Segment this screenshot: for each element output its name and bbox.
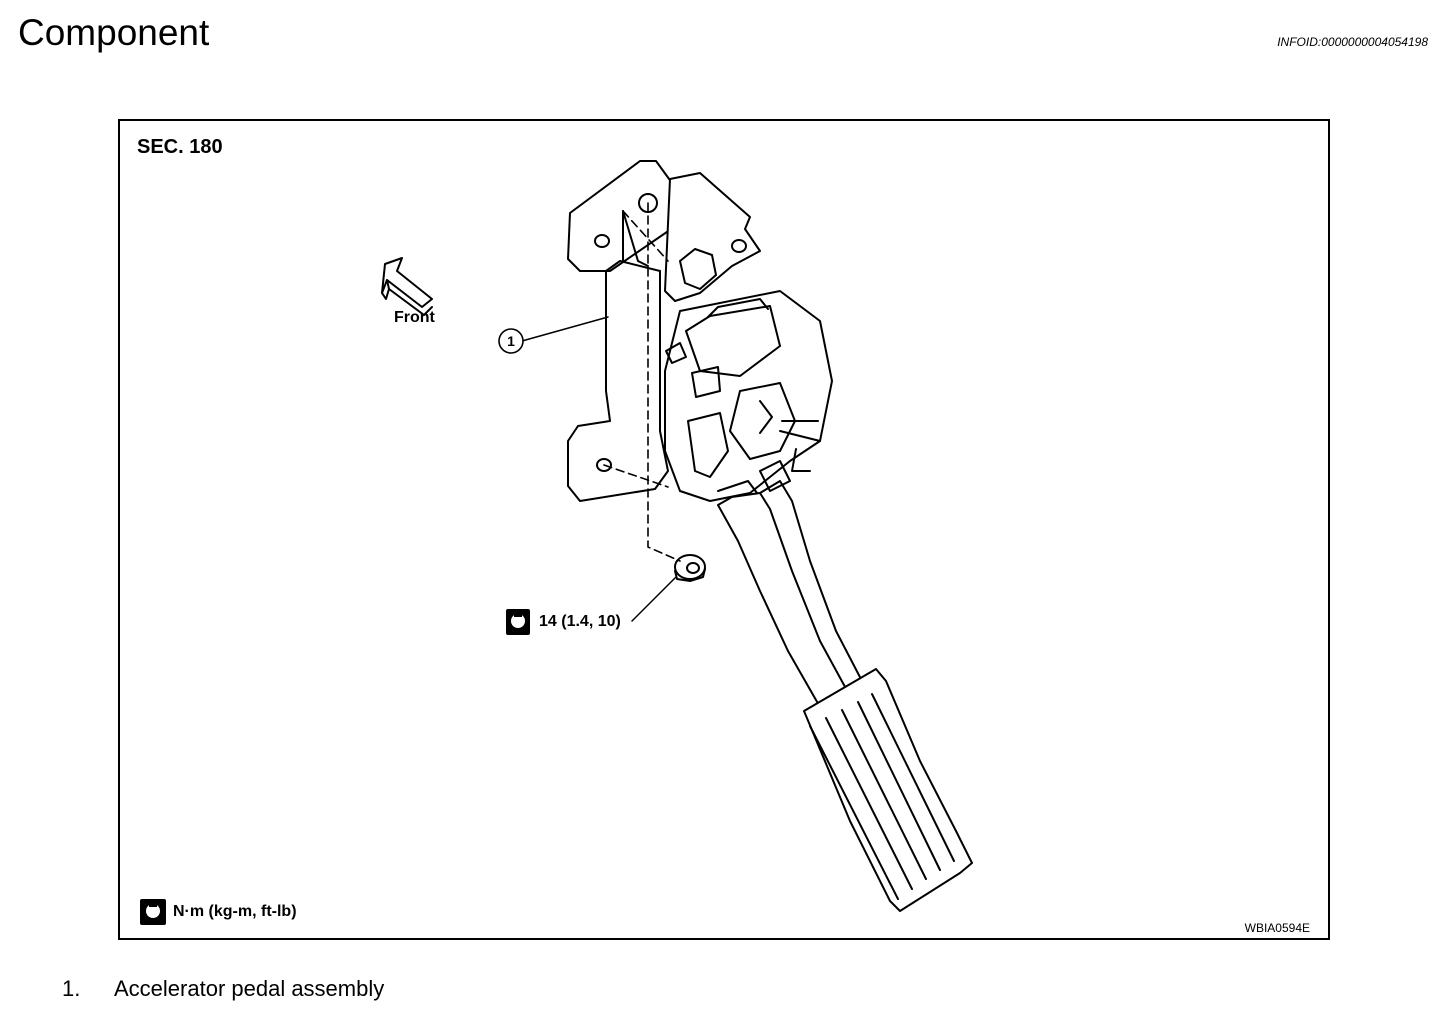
page-title: Component [18,12,210,53]
torque-units: N·m (kg-m, ft-lb) [173,903,297,920]
front-arrow-icon [381,257,433,316]
legend-item: 1. Accelerator pedal assembly [62,976,384,1002]
pedal-arm [717,480,863,708]
figure-frame: 1 SEC. 180 Front 14 (1.4, 10) N·m (kg-m,… [118,119,1330,940]
pedal-illustration: 1 [140,160,973,925]
torque-wrench-icon [506,609,530,635]
section-label: SEC. 180 [137,136,223,158]
info-id: INFOID:0000000004054198 [1277,35,1428,49]
pedal-body [664,172,833,502]
units-wrench-icon [140,899,166,925]
torque-spec: 14 (1.4, 10) [539,613,621,630]
callout-number: 1 [507,333,515,349]
callout-circle [498,328,524,354]
legend-label: Accelerator pedal assembly [114,976,385,1001]
figure-code: WBIA0594E [1244,921,1310,935]
front-label: Front [394,309,435,326]
leader-lines [521,316,677,622]
mounting-nut [674,554,706,582]
pedal-pad [803,668,973,912]
install-lines [603,202,681,562]
legend-number: 1. [62,976,81,1001]
